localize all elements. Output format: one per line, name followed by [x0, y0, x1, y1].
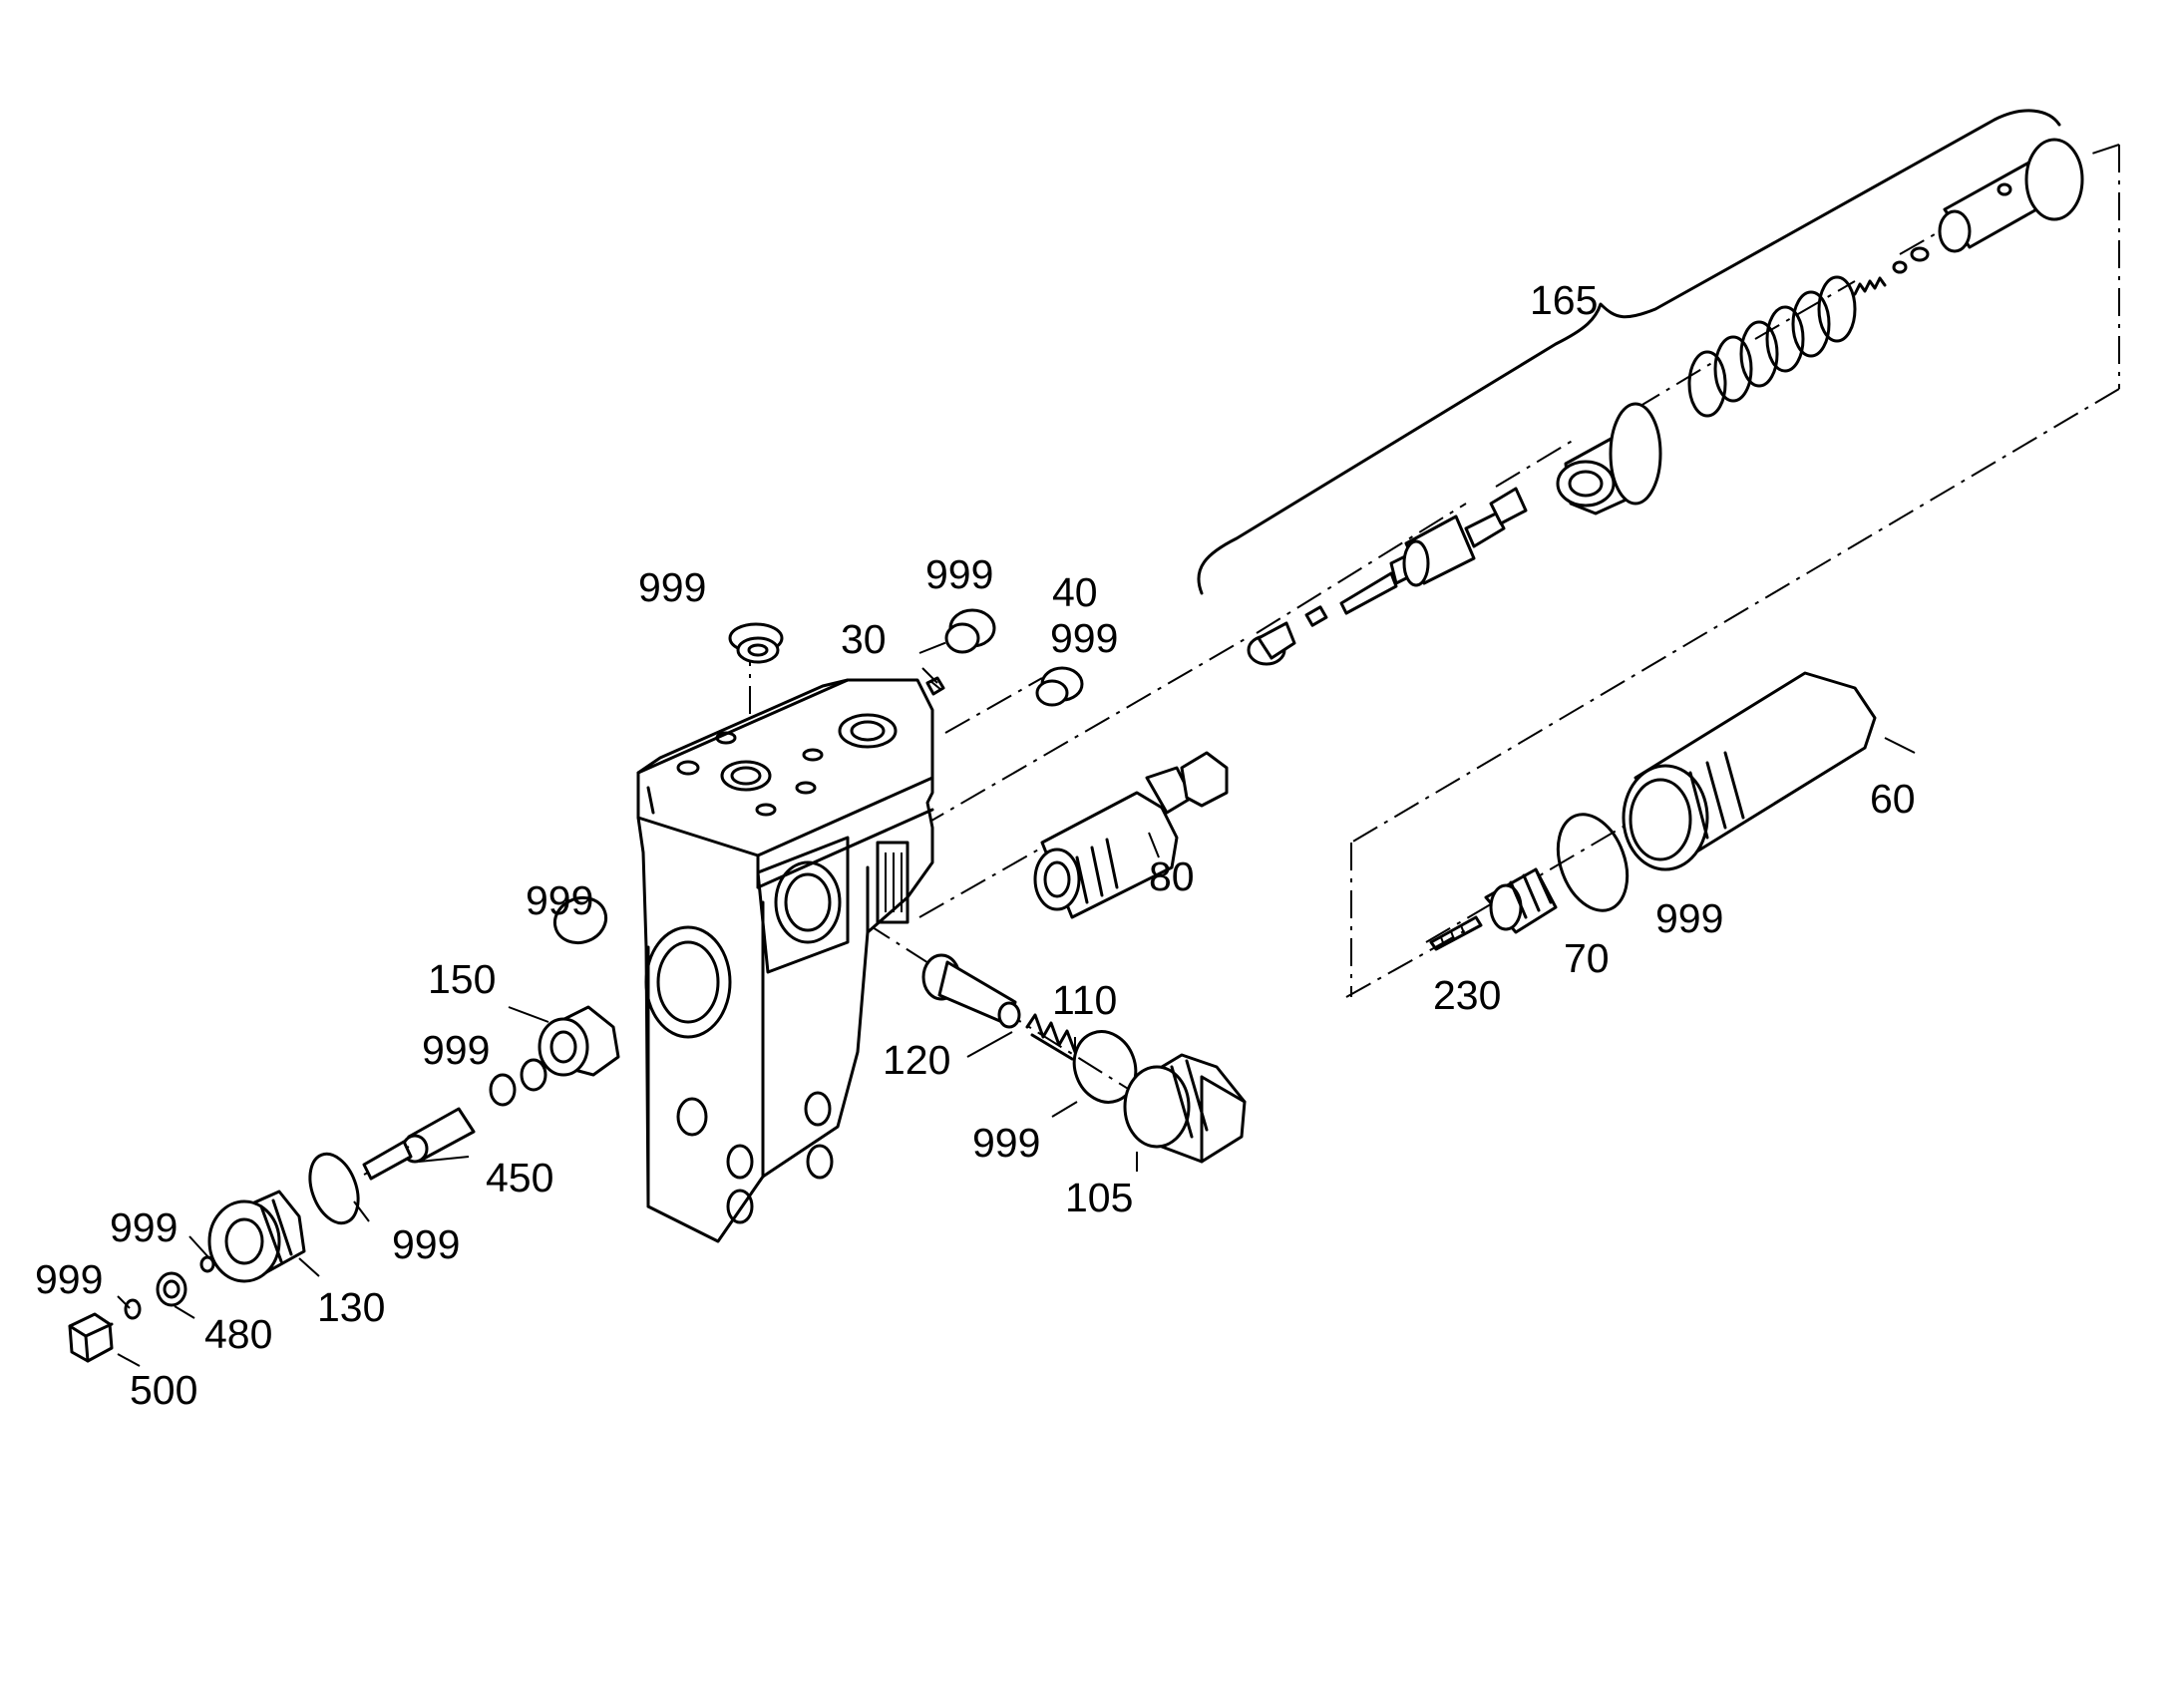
label-70: 70 — [1564, 935, 1610, 981]
label-999-105: 999 — [972, 1120, 1040, 1166]
label-60: 60 — [1870, 776, 1916, 822]
part-999-oring-60 — [1556, 813, 1630, 912]
label-130: 130 — [317, 1284, 385, 1330]
label-80: 80 — [1149, 854, 1195, 899]
label-999-top: 999 — [638, 564, 706, 610]
part-999-oring-150 — [552, 895, 608, 945]
part-plug-999-top — [728, 622, 784, 664]
part-120-poppet — [921, 953, 1021, 1029]
part-500 — [68, 1312, 114, 1363]
label-120: 120 — [883, 1037, 950, 1083]
leader-lines — [117, 667, 1916, 1367]
label-999-60: 999 — [1655, 895, 1723, 941]
part-165-assembly — [1197, 109, 2084, 666]
label-480: 480 — [204, 1311, 272, 1357]
part-230 — [1429, 915, 1483, 951]
part-150 — [538, 1005, 620, 1077]
part-480 — [156, 1271, 187, 1307]
label-999-plug: 999 — [925, 551, 993, 597]
valve-body-housing — [636, 678, 934, 1243]
label-165: 165 — [1530, 277, 1598, 323]
label-999-480b: 999 — [35, 1256, 103, 1302]
label-999-450: 999 — [422, 1027, 490, 1073]
part-999-oring-105 — [1072, 1030, 1138, 1104]
label-999-480a: 999 — [110, 1204, 178, 1250]
label-105: 105 — [1065, 1175, 1133, 1220]
spring-165 — [1687, 275, 1857, 418]
part-450 — [362, 1107, 476, 1181]
label-30: 30 — [841, 616, 887, 662]
label-999-150: 999 — [526, 877, 593, 923]
part-999-oring-130 — [308, 1152, 360, 1225]
part-110-spring — [1025, 1013, 1077, 1061]
part-70 — [1484, 867, 1558, 934]
part-plug-999-upper — [944, 608, 996, 654]
label-999-130: 999 — [392, 1221, 460, 1267]
label-150: 150 — [428, 956, 496, 1002]
label-500: 500 — [130, 1367, 197, 1413]
part-60-housing — [1622, 671, 1877, 871]
label-110: 110 — [1052, 977, 1117, 1023]
part-130 — [207, 1190, 306, 1283]
label-999-40: 999 — [1050, 615, 1118, 661]
part-number-labels: 165 999 999 30 40 999 60 999 70 230 80 9… — [35, 277, 1916, 1413]
part-999-orings-450 — [489, 1058, 547, 1107]
part-105-plug — [1123, 1053, 1247, 1164]
part-80-cartridge — [1033, 751, 1229, 919]
label-40: 40 — [1052, 569, 1098, 615]
label-230: 230 — [1433, 972, 1501, 1018]
label-450: 450 — [486, 1155, 553, 1200]
part-40 — [1035, 666, 1084, 707]
